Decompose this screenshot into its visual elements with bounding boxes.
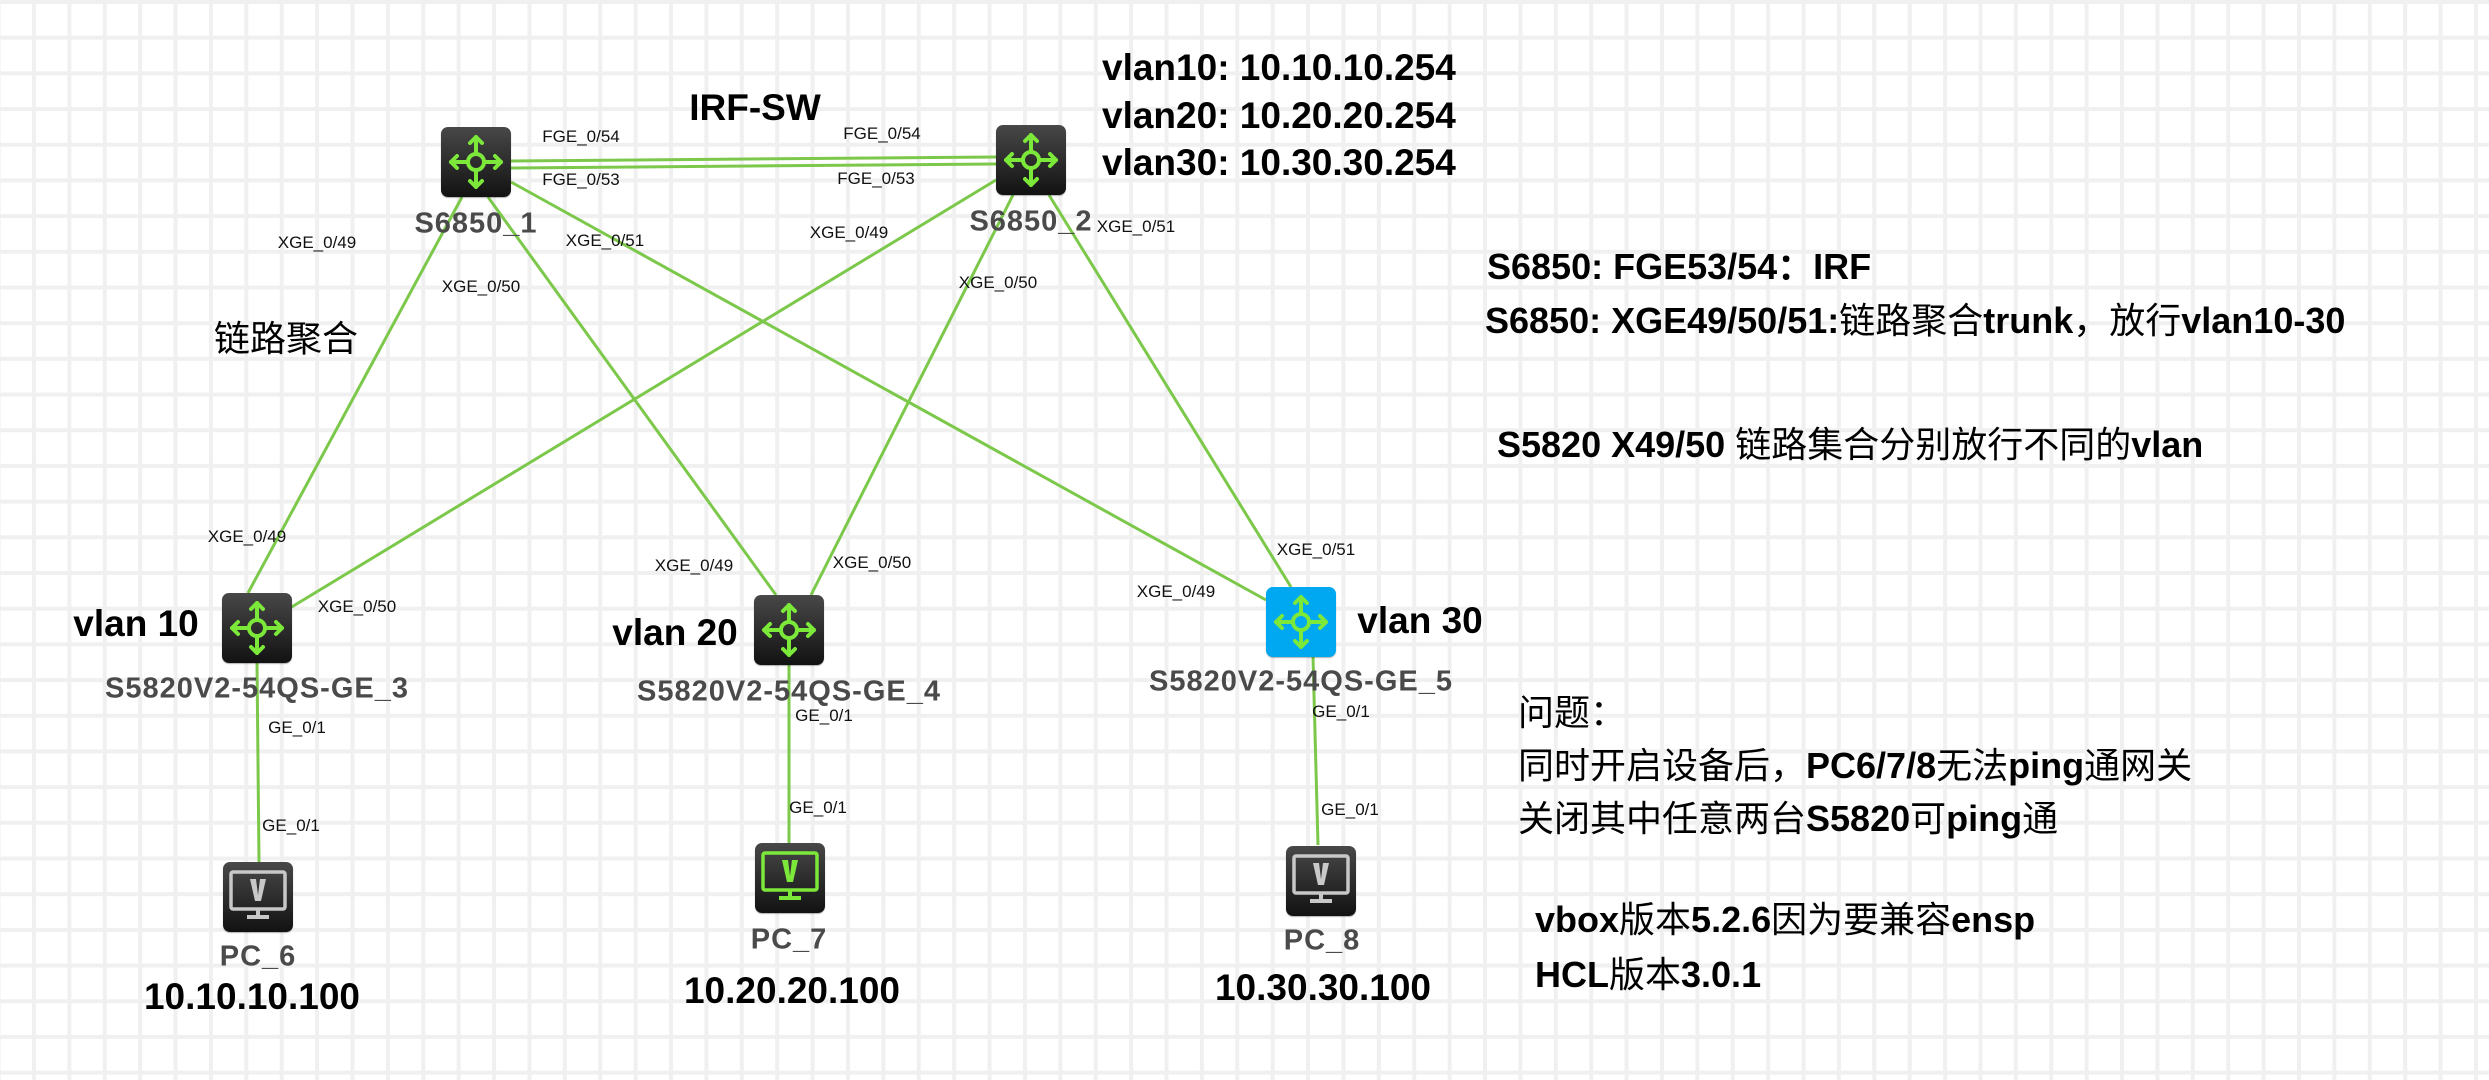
problem-line-1: 同时开启设备后，PC6/7/8无法ping通网关 — [1518, 745, 2193, 787]
vlan-label-s5820-3: vlan 10 — [73, 603, 199, 644]
pc-7-ip: 10.20.20.100 — [683, 970, 901, 1011]
port-label: FGE_0/53 — [542, 170, 620, 189]
port-label: GE_0/1 — [789, 798, 847, 817]
gateway-list: vlan10: 10.10.10.254 vlan20: 10.20.20.25… — [1102, 44, 1456, 187]
link-irf-fge53[interactable] — [510, 162, 997, 170]
port-label: FGE_0/54 — [542, 127, 620, 146]
port-label: XGE_0/49 — [277, 233, 357, 252]
device-s5820-3[interactable] — [222, 593, 292, 663]
device-label-s5820-4: S5820V2-54QS-GE_4 — [637, 675, 941, 708]
port-label: XGE_0/50 — [832, 553, 912, 572]
port-label: FGE_0/53 — [837, 169, 915, 188]
port-label: XGE_0/51 — [565, 231, 645, 250]
device-s6850-2[interactable] — [996, 125, 1066, 195]
pc-6-ip: 10.10.10.100 — [143, 976, 361, 1017]
port-label: GE_0/1 — [1321, 800, 1379, 819]
version-block: vbox版本5.2.6因为要兼容ensp HCL版本3.0.1 — [1535, 893, 2035, 1003]
vlan-label-s5820-4: vlan 20 — [612, 612, 738, 653]
port-label: XGE_0/50 — [958, 273, 1038, 292]
router-switch-icon — [1004, 133, 1058, 187]
device-label-pc-7: PC_7 — [750, 923, 828, 956]
link-s3-pc6[interactable] — [255, 662, 261, 863]
router-switch-icon — [1274, 595, 1328, 649]
pc-monitor-icon — [761, 851, 819, 900]
problem-heading: 问题： — [1518, 693, 1627, 734]
problem-block: 问题： 同时开启设备后，PC6/7/8无法ping通网关 关闭其中任意两台S58… — [1518, 688, 2192, 846]
problem-line-2: 关闭其中任意两台S5820可ping通 — [1518, 798, 2059, 840]
device-s5820-4[interactable] — [754, 595, 824, 665]
vbox-version: vbox版本5.2.6因为要兼容ensp — [1535, 899, 2036, 941]
note-s5820-agg: S5820 X49/50 链路集合分别放行不同的vlan — [1497, 424, 2204, 466]
device-label-s5820-3: S5820V2-54QS-GE_3 — [105, 672, 409, 705]
port-label: XGE_0/51 — [1276, 540, 1356, 559]
device-label-pc-8: PC_8 — [1283, 924, 1361, 957]
port-label: XGE_0/49 — [654, 556, 734, 575]
router-switch-icon — [230, 601, 284, 655]
port-label: XGE_0/49 — [207, 527, 287, 546]
gateway-vlan20: vlan20: 10.20.20.254 — [1102, 94, 1456, 136]
port-label: FGE_0/54 — [843, 124, 921, 143]
link-s2-xge49-s3[interactable] — [289, 178, 997, 610]
irf-title: IRF-SW — [689, 87, 821, 128]
gateway-vlan30: vlan30: 10.30.30.254 — [1102, 142, 1456, 183]
port-label: GE_0/1 — [268, 718, 326, 737]
port-label: GE_0/1 — [1312, 702, 1370, 721]
device-label-pc-6: PC_6 — [219, 940, 297, 973]
port-label: XGE_0/49 — [809, 223, 889, 242]
link-s1-xge49-s3[interactable] — [246, 196, 464, 594]
link-s2-xge50-s4[interactable] — [809, 194, 1015, 596]
router-switch-icon — [762, 603, 816, 657]
device-label-s6850-2: S6850_2 — [969, 205, 1093, 238]
device-pc-6[interactable] — [223, 862, 293, 932]
link-s5-pc8[interactable] — [1311, 656, 1320, 846]
link-s1-xge50-s4[interactable] — [486, 196, 778, 596]
device-label-s6850-1: S6850_1 — [414, 207, 538, 240]
port-label: XGE_0/51 — [1096, 217, 1176, 236]
link-s1-xge51-s5[interactable] — [510, 180, 1267, 602]
hcl-version: HCL版本3.0.1 — [1535, 954, 1762, 996]
pc-monitor-icon — [229, 870, 287, 919]
port-label: GE_0/1 — [262, 816, 320, 835]
link-aggregation-note: 链路聚合 — [213, 319, 359, 360]
pc-8-ip: 10.30.30.100 — [1214, 967, 1432, 1008]
port-label: GE_0/1 — [795, 706, 853, 725]
device-label-s5820-5: S5820V2-54QS-GE_5 — [1149, 665, 1453, 698]
gateway-vlan10: vlan10: 10.10.10.254 — [1102, 47, 1456, 88]
port-label: XGE_0/50 — [441, 277, 521, 296]
port-label: XGE_0/50 — [317, 597, 397, 616]
note-s6850-trunk: S6850: XGE49/50/51:链路聚合trunk，放行vlan10-30 — [1485, 300, 2346, 342]
port-label: XGE_0/49 — [1136, 582, 1216, 601]
link-irf-fge54[interactable] — [510, 155, 997, 163]
note-s6850-irf: S6850: FGE53/54：IRF — [1487, 246, 1872, 287]
link-s2-xge51-s5[interactable] — [1047, 194, 1293, 588]
device-s5820-5[interactable] — [1266, 587, 1336, 657]
vlan-label-s5820-5: vlan 30 — [1357, 600, 1483, 641]
device-s6850-1[interactable] — [441, 127, 511, 197]
device-pc-8[interactable] — [1286, 846, 1356, 916]
pc-monitor-icon — [1292, 854, 1350, 903]
device-pc-7[interactable] — [755, 843, 825, 913]
router-switch-icon — [449, 135, 503, 189]
